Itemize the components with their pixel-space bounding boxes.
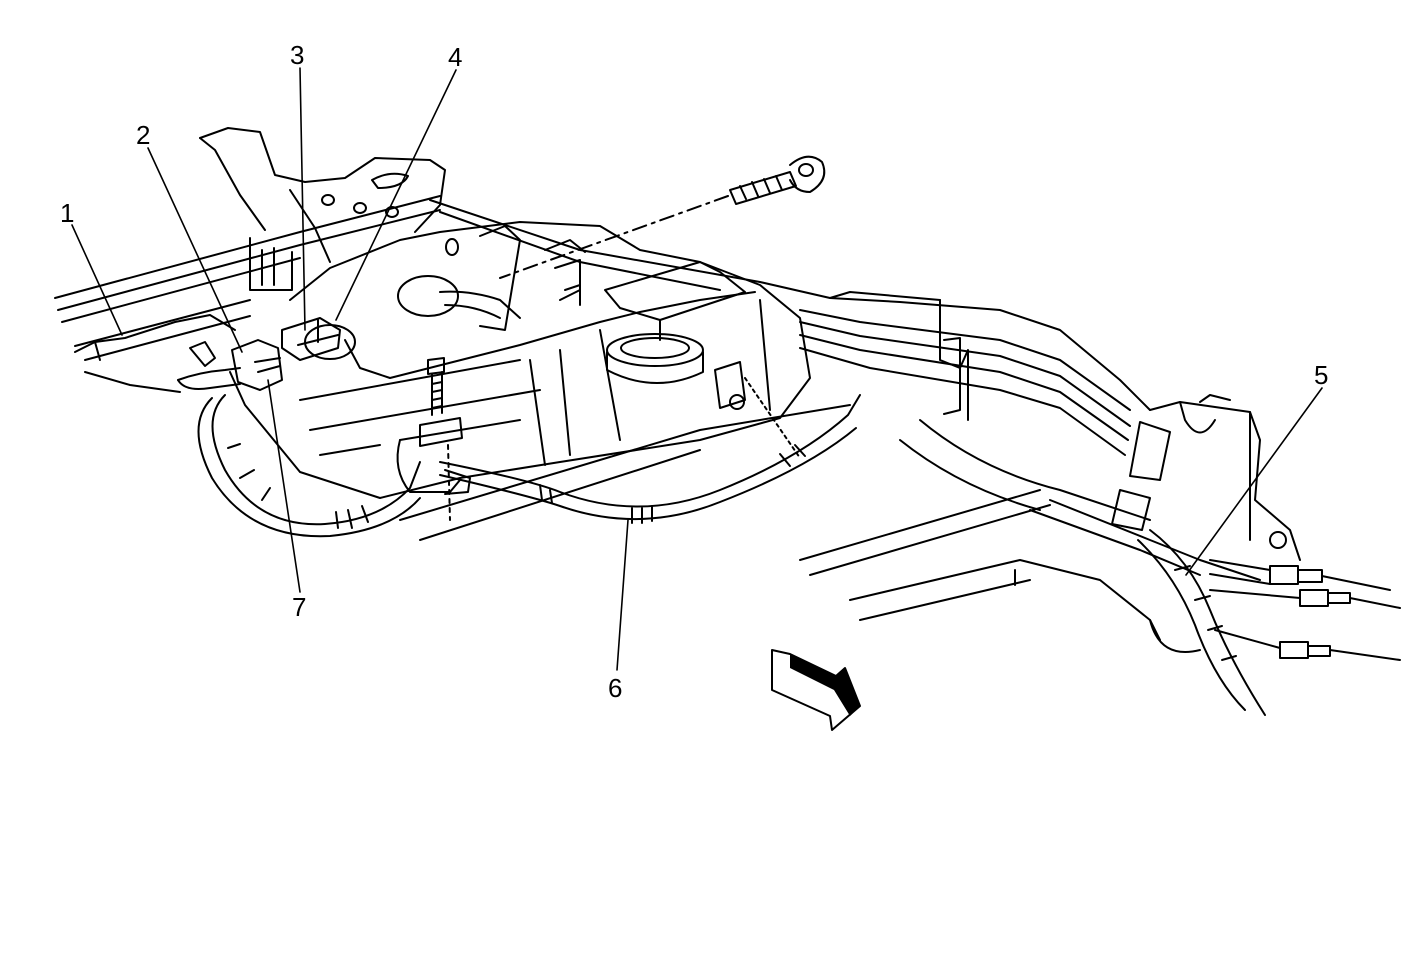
lower-frame [399, 404, 1201, 653]
push-pin-fastener-icon [499, 155, 826, 279]
left-frame-rail [54, 195, 441, 361]
leader-4 [335, 69, 457, 321]
callout-5: 5 [1314, 360, 1329, 390]
body-panel-1 [74, 314, 236, 393]
callout-4: 4 [448, 42, 463, 72]
leader-6 [616, 519, 629, 671]
callout-3: 3 [290, 40, 305, 70]
fuel-tank [229, 221, 811, 499]
front-direction-arrow-icon [771, 649, 861, 731]
sender-connector-cluster [177, 317, 356, 391]
upper-crossmember-bracket [199, 127, 446, 291]
callout-6: 6 [608, 673, 623, 703]
leader-7 [267, 379, 301, 593]
leader-2 [147, 147, 243, 353]
leader-1 [71, 224, 123, 336]
leader-5 [1185, 387, 1323, 576]
wiring-harness-6 [197, 394, 861, 538]
callout-1: 1 [60, 198, 75, 228]
leader-3 [299, 67, 306, 331]
callout-2: 2 [136, 120, 151, 150]
wiring-harness-5 [1137, 529, 1266, 716]
callout-leaders [71, 67, 1323, 671]
bolt-icon [427, 357, 451, 521]
fuel-line-fittings [1209, 559, 1401, 661]
right-frame-rail [429, 199, 1301, 581]
callout-7: 7 [292, 592, 307, 622]
